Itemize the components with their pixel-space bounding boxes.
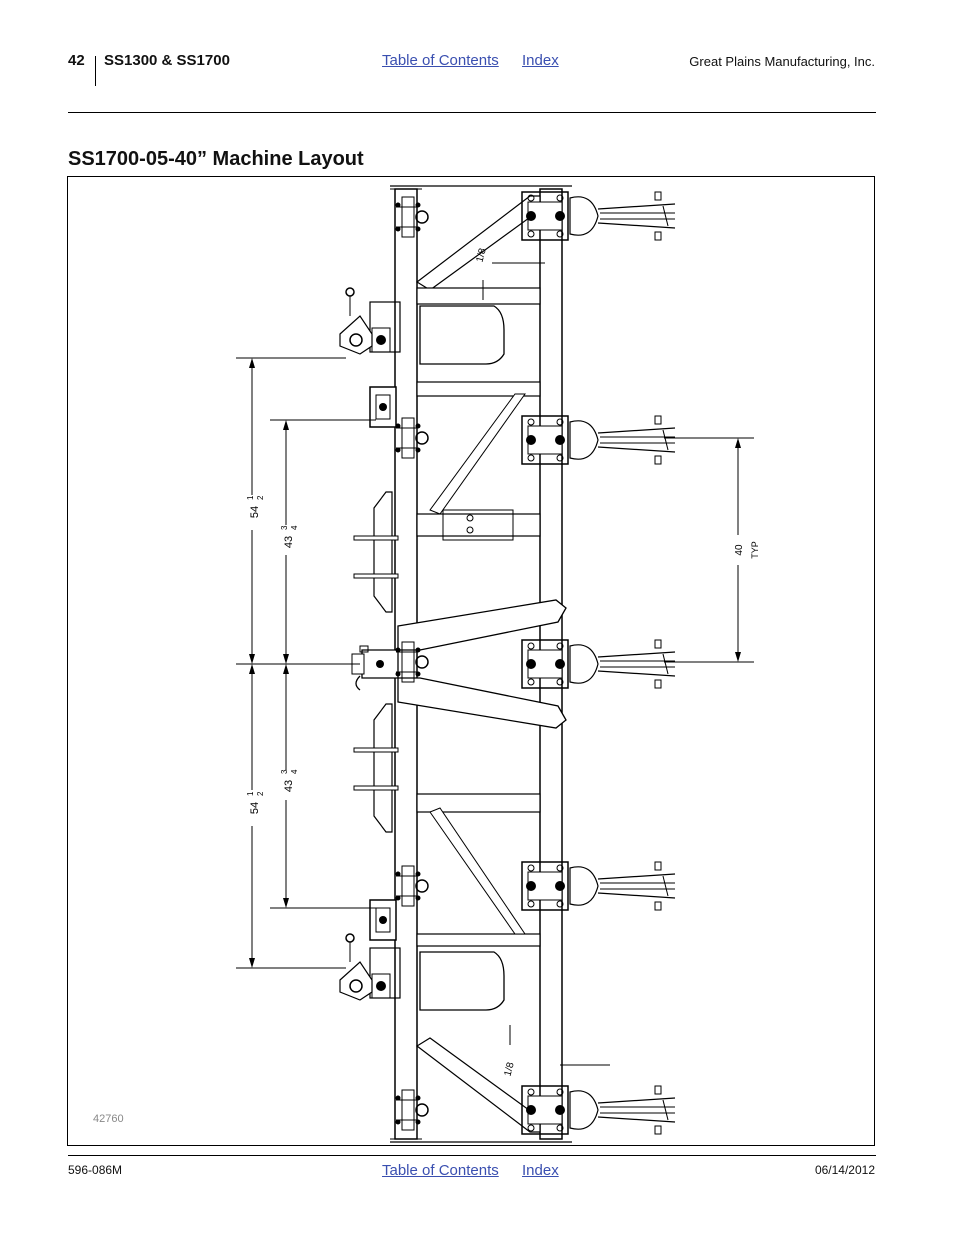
index-link[interactable]: Index [522, 52, 559, 69]
publication-date: 06/14/2012 [814, 1163, 875, 1177]
dimension-54-half [236, 357, 360, 969]
document-number: 596-086M [68, 1163, 123, 1177]
table-of-contents-link[interactable]: Table of Contents [382, 52, 499, 69]
dim-frac-den-lower-54: 2 [256, 791, 265, 796]
dim-frac-den-upper-54: 2 [256, 495, 265, 500]
footer-index-link[interactable]: Index [522, 1162, 559, 1179]
document-title: SS1300 & SS1700 [104, 52, 230, 69]
company-name: Great Plains Manufacturing, Inc. [689, 54, 875, 69]
diagram-frame [67, 176, 875, 1146]
header-divider [95, 56, 96, 86]
dim-frac-num-lower-54: 1 [246, 791, 255, 796]
dim-frac-num-upper-43: 3 [280, 525, 289, 530]
gap-label-lower: 1/8 [502, 1061, 516, 1078]
dim-label-54-upper: 54 [249, 506, 261, 518]
dim-frac-num-lower-43: 3 [280, 769, 289, 774]
dim-label-typ: TYP [750, 541, 760, 559]
dim-label-54-lower: 54 [249, 802, 261, 814]
footer-table-of-contents-link[interactable]: Table of Contents [382, 1162, 499, 1179]
dim-frac-den-lower-43: 4 [290, 769, 299, 774]
header-rule [68, 112, 876, 113]
footer-rule [68, 1155, 876, 1156]
dim-label-40: 40 [734, 544, 745, 556]
gap-label-upper: 1/8 [474, 247, 488, 264]
dim-frac-den-upper-43: 4 [290, 525, 299, 530]
dimension-40-typ [664, 437, 754, 663]
section-title: SS1700-05-40” Machine Layout [68, 148, 364, 170]
dim-label-43-lower: 43 [283, 780, 295, 792]
dim-label-43-upper: 43 [283, 536, 295, 548]
dim-frac-num-upper-54: 1 [246, 495, 255, 500]
dimension-43-three-quarter [270, 419, 376, 909]
page-number: 42 [68, 52, 85, 69]
figure-number: 42760 [93, 1113, 124, 1125]
